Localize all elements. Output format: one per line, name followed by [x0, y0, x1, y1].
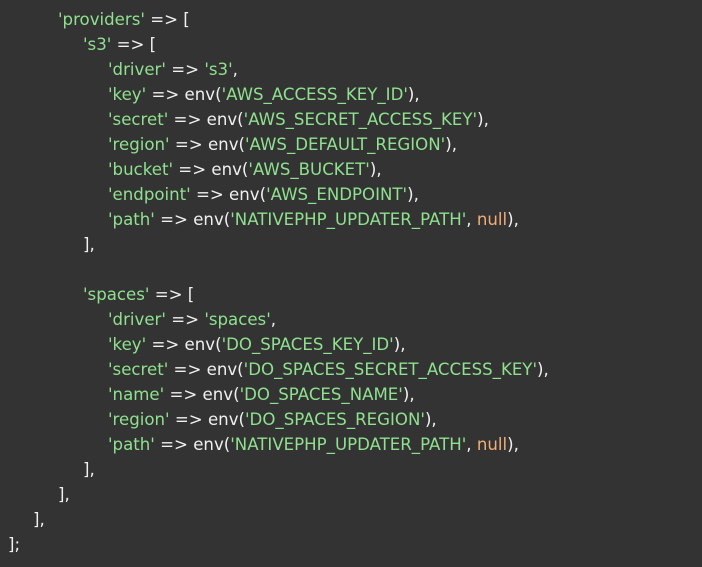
string-token: 'name' — [108, 385, 165, 404]
string-token: 'AWS_SECRET_ACCESS_KEY' — [243, 110, 478, 129]
code-line: 'region' => env('AWS_DEFAULT_REGION'), — [8, 132, 549, 157]
string-token: 'spaces' — [204, 310, 271, 329]
punctuation-token: , — [466, 210, 477, 229]
punctuation-token: => env( — [190, 185, 267, 204]
null-keyword: null — [476, 210, 508, 229]
string-token: 'bucket' — [108, 160, 174, 179]
punctuation-token: ], — [33, 510, 45, 529]
punctuation-token: => env( — [154, 435, 231, 454]
punctuation-token: => env( — [168, 360, 244, 379]
string-token: 'spaces' — [83, 285, 150, 304]
string-token: 'AWS_DEFAULT_REGION' — [245, 135, 446, 154]
code-block: 'providers' => ['s3' => ['driver' => 's3… — [8, 7, 549, 557]
code-line: 'driver' => 'spaces', — [8, 307, 549, 332]
code-line: 'path' => env('NATIVEPHP_UPDATER_PATH', … — [8, 207, 549, 232]
punctuation-token: => env( — [173, 160, 249, 179]
punctuation-token: ), — [477, 110, 489, 129]
string-token: 'key' — [108, 335, 147, 354]
code-line: 'secret' => env('DO_SPACES_SECRET_ACCESS… — [8, 357, 549, 382]
string-token: 'DO_SPACES_REGION' — [245, 410, 425, 429]
string-token: 'endpoint' — [108, 185, 191, 204]
punctuation-token: => [ — [149, 285, 195, 304]
code-line — [8, 257, 549, 282]
punctuation-token: ), — [402, 385, 415, 404]
string-token: 's3' — [204, 60, 233, 79]
string-token: 'path' — [108, 435, 155, 454]
string-token: 'driver' — [108, 60, 166, 79]
code-line: 'region' => env('DO_SPACES_REGION'), — [8, 407, 549, 432]
code-line: 'key' => env('DO_SPACES_KEY_ID'), — [8, 332, 549, 357]
punctuation-token: => env( — [146, 85, 222, 104]
punctuation-token: => [ — [111, 35, 157, 54]
string-token: 'path' — [108, 210, 155, 229]
punctuation-token: ), — [507, 210, 519, 229]
string-token: 'AWS_ACCESS_KEY_ID' — [221, 85, 408, 104]
punctuation-token: ), — [369, 160, 382, 179]
punctuation-token: => [ — [144, 10, 190, 29]
string-token: 'providers' — [58, 10, 145, 29]
punctuation-token: , — [466, 435, 477, 454]
punctuation-token: => env( — [154, 210, 231, 229]
punctuation-token: ), — [407, 185, 419, 204]
code-line: 'name' => env('DO_SPACES_NAME'), — [8, 382, 549, 407]
code-line: 's3' => [ — [8, 32, 549, 57]
code-line: ], — [8, 507, 549, 532]
null-keyword: null — [476, 435, 508, 454]
code-line: ], — [8, 482, 549, 507]
punctuation-token: ), — [424, 410, 437, 429]
string-token: 'secret' — [108, 110, 169, 129]
string-token: 'NATIVEPHP_UPDATER_PATH' — [230, 210, 467, 229]
code-line: 'providers' => [ — [8, 7, 549, 32]
code-line: 'path' => env('NATIVEPHP_UPDATER_PATH', … — [8, 432, 549, 457]
punctuation-token: => env( — [164, 385, 240, 404]
code-line: 'key' => env('AWS_ACCESS_KEY_ID'), — [8, 82, 549, 107]
punctuation-token: ], — [83, 235, 95, 254]
punctuation-token: ), — [393, 335, 406, 354]
string-token: 'key' — [108, 85, 147, 104]
code-line: ], — [8, 232, 549, 257]
string-token: 'DO_SPACES_SECRET_ACCESS_KEY' — [243, 360, 538, 379]
punctuation-token: => env( — [169, 410, 245, 429]
string-token: 'region' — [108, 410, 170, 429]
string-token: 'DO_SPACES_NAME' — [239, 385, 403, 404]
string-token: 'NATIVEPHP_UPDATER_PATH' — [230, 435, 467, 454]
string-token: 's3' — [83, 35, 112, 54]
string-token: 'region' — [108, 135, 170, 154]
string-token: 'secret' — [108, 360, 169, 379]
punctuation-token: ), — [445, 135, 457, 154]
string-token: 'driver' — [108, 310, 166, 329]
code-line: 'secret' => env('AWS_SECRET_ACCESS_KEY')… — [8, 107, 549, 132]
punctuation-token: ), — [507, 435, 519, 454]
string-token: 'AWS_BUCKET' — [248, 160, 370, 179]
code-line: ]; — [8, 532, 549, 557]
punctuation-token: ]; — [8, 535, 21, 554]
code-line: 'bucket' => env('AWS_BUCKET'), — [8, 157, 549, 182]
punctuation-token: ], — [83, 460, 95, 479]
string-token: 'AWS_ENDPOINT' — [266, 185, 408, 204]
punctuation-token: , — [232, 60, 238, 79]
punctuation-token: ), — [537, 360, 549, 379]
code-line: 'driver' => 's3', — [8, 57, 549, 82]
punctuation-token: => — [165, 60, 205, 79]
punctuation-token: => env( — [146, 335, 222, 354]
punctuation-token: => — [165, 310, 205, 329]
code-line: 'spaces' => [ — [8, 282, 549, 307]
string-token: 'DO_SPACES_KEY_ID' — [221, 335, 394, 354]
punctuation-token: ], — [58, 485, 70, 504]
code-line: 'endpoint' => env('AWS_ENDPOINT'), — [8, 182, 549, 207]
punctuation-token: => env( — [168, 110, 244, 129]
punctuation-token: , — [270, 310, 277, 329]
code-line: ], — [8, 457, 549, 482]
punctuation-token: => env( — [169, 135, 245, 154]
punctuation-token: ), — [407, 85, 420, 104]
